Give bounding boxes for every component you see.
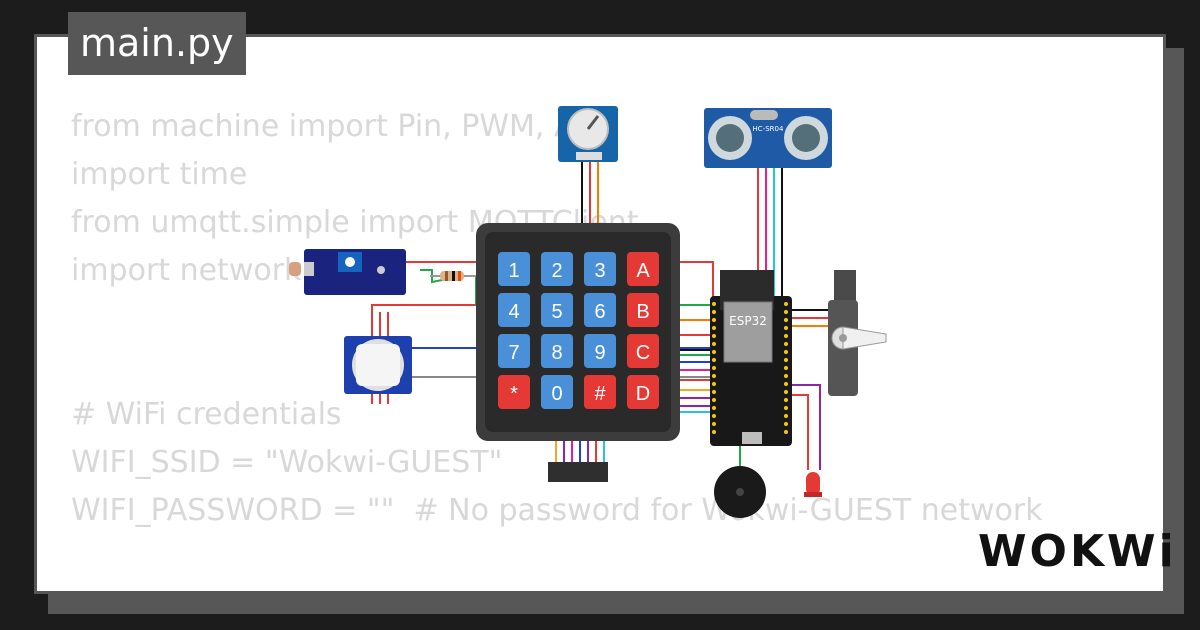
keypad-key-label: 5 (551, 301, 562, 323)
esp32-pin[interactable] (784, 382, 788, 386)
esp32-pin[interactable] (784, 414, 788, 418)
esp32-pin[interactable] (712, 422, 716, 426)
esp32-board[interactable]: ESP32 (710, 270, 792, 446)
keypad-key-label: 4 (508, 301, 519, 323)
keypad-key-label: 6 (594, 301, 605, 323)
code-line: WIFI_SSID = "Wokwi-GUEST" (71, 445, 503, 480)
code-line: # MQTT configuration (71, 583, 1043, 591)
esp32-pin[interactable] (712, 374, 716, 378)
keypad-key[interactable] (498, 252, 530, 286)
keypad-key[interactable] (584, 334, 616, 368)
photoresistor-module[interactable] (289, 249, 406, 295)
esp32-pin[interactable] (712, 390, 716, 394)
esp32-pin[interactable] (784, 406, 788, 410)
keypad-key-label: 2 (551, 260, 562, 282)
keypad-key[interactable] (627, 375, 659, 409)
ultrasonic-sensor[interactable]: HC-SR04 (704, 108, 832, 168)
esp32-pin[interactable] (712, 366, 716, 370)
esp32-pin[interactable] (784, 366, 788, 370)
keypad-key-label: # (594, 383, 606, 405)
esp32-pin[interactable] (784, 398, 788, 402)
pir-motion-sensor[interactable] (344, 336, 412, 394)
esp32-pin[interactable] (712, 382, 716, 386)
wire-red (790, 394, 809, 470)
esp32-pin[interactable] (712, 310, 716, 314)
potentiometer[interactable] (558, 106, 618, 162)
wokwi-logo: WOKWi (978, 526, 1177, 577)
red-led[interactable] (804, 472, 822, 497)
esp32-pin[interactable] (784, 350, 788, 354)
keypad-key[interactable] (584, 252, 616, 286)
keypad-key[interactable] (584, 293, 616, 327)
esp32-pin[interactable] (712, 334, 716, 338)
keypad-key-label: * (510, 383, 518, 405)
code-line: import time (71, 157, 248, 192)
esp32-pin[interactable] (784, 430, 788, 434)
esp32-pin[interactable] (784, 326, 788, 330)
esp32-pin[interactable] (712, 406, 716, 410)
keypad-key[interactable] (498, 334, 530, 368)
keypad-key-label: 7 (508, 342, 519, 364)
esp32-pin[interactable] (712, 350, 716, 354)
keypad-key[interactable] (541, 375, 573, 409)
keypad-key-label: C (636, 342, 650, 364)
keypad-key[interactable] (584, 375, 616, 409)
esp32-pin[interactable] (712, 326, 716, 330)
esp32-pin[interactable] (784, 342, 788, 346)
keypad-key-label: D (636, 383, 650, 405)
esp32-pin[interactable] (784, 334, 788, 338)
piezo-buzzer[interactable] (714, 466, 766, 518)
file-tab[interactable]: main.py (68, 12, 246, 75)
keypad-key-label: 8 (551, 342, 562, 364)
keypad-key[interactable] (541, 252, 573, 286)
keypad-key-label: B (636, 301, 649, 323)
keypad-key[interactable] (627, 293, 659, 327)
keypad-key[interactable] (498, 375, 530, 409)
keypad-key[interactable] (541, 334, 573, 368)
esp32-pin[interactable] (784, 422, 788, 426)
keypad-key[interactable] (627, 334, 659, 368)
keypad-key[interactable] (498, 293, 530, 327)
keypad-key-label: 1 (508, 260, 519, 282)
esp32-pin[interactable] (784, 310, 788, 314)
esp32-pin[interactable] (712, 430, 716, 434)
wire-purple (790, 384, 821, 470)
esp32-pin[interactable] (712, 318, 716, 322)
esp32-pin[interactable] (784, 318, 788, 322)
keypad-connector (548, 462, 608, 482)
code-line: import network (71, 253, 302, 288)
membrane-keypad: 1 2 3 A 4 5 6 B 7 8 9 C * 0 # D (476, 223, 680, 482)
ultrasonic-label: HC-SR04 (753, 125, 784, 133)
keypad-key[interactable] (627, 252, 659, 286)
esp32-pin[interactable] (712, 342, 716, 346)
esp32-pin[interactable] (784, 390, 788, 394)
esp32-pin[interactable] (784, 302, 788, 306)
keypad-key-label: A (636, 260, 650, 282)
keypad-key-label: 3 (594, 260, 605, 282)
esp32-pin[interactable] (784, 358, 788, 362)
esp32-label: ESP32 (729, 314, 767, 328)
keypad-key-label: 0 (551, 383, 562, 405)
resistor (430, 271, 476, 281)
esp32-pin[interactable] (712, 358, 716, 362)
esp32-pin[interactable] (712, 302, 716, 306)
code-line: # WiFi credentials (71, 397, 342, 432)
esp32-pin[interactable] (784, 374, 788, 378)
servo-motor[interactable] (828, 270, 887, 396)
keypad-key[interactable] (541, 293, 573, 327)
esp32-pin[interactable] (712, 398, 716, 402)
keypad-key-label: 9 (594, 342, 605, 364)
esp32-pin[interactable] (712, 414, 716, 418)
